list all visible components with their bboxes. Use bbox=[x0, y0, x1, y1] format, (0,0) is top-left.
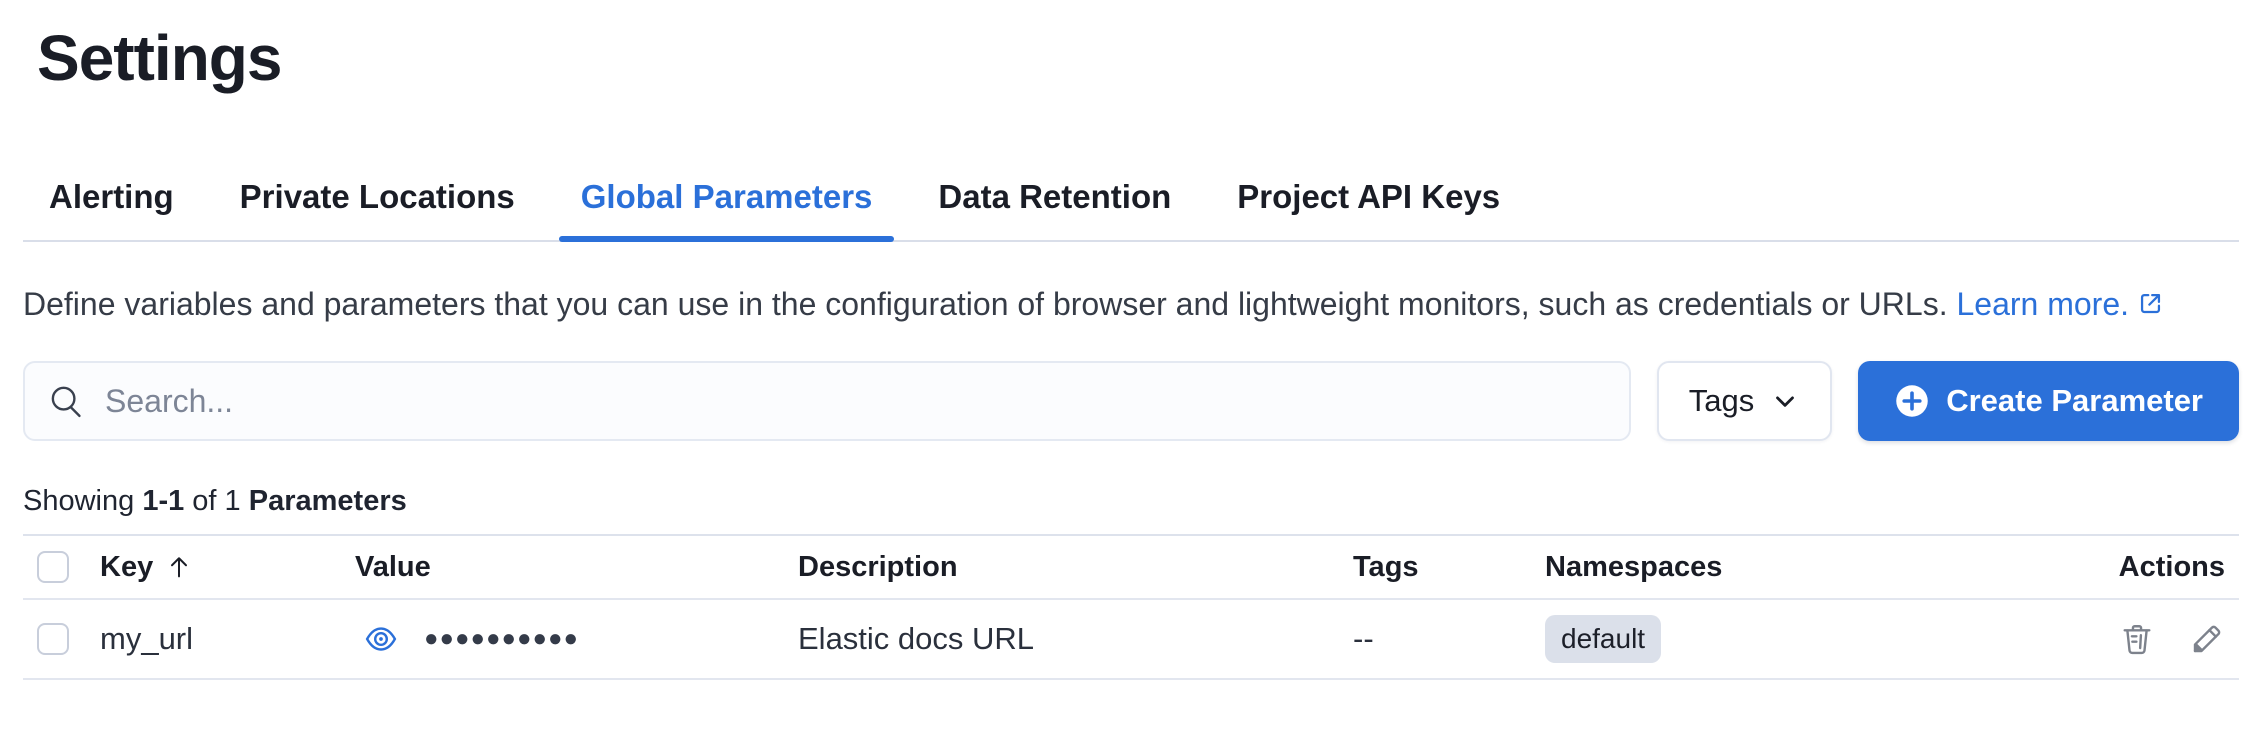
page-title: Settings bbox=[37, 22, 282, 94]
tab-data-retention[interactable]: Data Retention bbox=[938, 178, 1172, 215]
parameter-tags-cell: -- bbox=[1353, 621, 1545, 657]
create-parameter-button[interactable]: Create Parameter bbox=[1858, 361, 2239, 441]
settings-page: Settings Alerting Private Locations Glob… bbox=[0, 18, 2262, 680]
column-header-namespaces: Namespaces bbox=[1545, 551, 2029, 584]
tab-alerting[interactable]: Alerting bbox=[49, 178, 174, 215]
results-summary: Showing 1-1 of 1 Parameters bbox=[23, 485, 2239, 518]
tags-filter-button[interactable]: Tags bbox=[1656, 361, 1833, 441]
parameter-description-cell: Elastic docs URL bbox=[798, 621, 1353, 657]
parameter-value-cell: ●●●●●●●●●● bbox=[355, 622, 798, 656]
column-header-key[interactable]: Key bbox=[100, 551, 355, 584]
table-row: my_url ●●●●●●●●●● Elastic docs URL -- de… bbox=[23, 600, 2239, 680]
search-input[interactable] bbox=[105, 382, 1607, 420]
learn-more-label: Learn more. bbox=[1956, 286, 2129, 322]
column-header-actions-label: Actions bbox=[2118, 550, 2225, 583]
column-header-value: Value bbox=[355, 551, 798, 584]
column-header-value-label: Value bbox=[355, 550, 431, 583]
parameters-table: Key Value Description Tags Namespaces Ac… bbox=[23, 534, 2239, 680]
settings-tab-bar: Alerting Private Locations Global Parame… bbox=[23, 152, 2239, 242]
tab-global-parameters[interactable]: Global Parameters bbox=[555, 152, 899, 242]
delete-trash-icon[interactable] bbox=[2119, 621, 2155, 657]
tab-project-api-keys[interactable]: Project API Keys bbox=[1237, 178, 1501, 215]
plus-in-circle-icon bbox=[1896, 385, 1928, 417]
tab-private-locations[interactable]: Private Locations bbox=[239, 178, 515, 215]
chevron-down-icon bbox=[1776, 396, 1795, 407]
reveal-value-eye-icon[interactable] bbox=[364, 622, 398, 656]
description-text: Define variables and parameters that you… bbox=[23, 286, 1948, 322]
row-checkbox[interactable] bbox=[37, 623, 69, 655]
summary-entity: Parameters bbox=[248, 485, 407, 517]
namespace-badge: default bbox=[1545, 615, 1662, 663]
parameter-key-cell: my_url bbox=[100, 621, 355, 657]
column-header-actions: Actions bbox=[2029, 551, 2239, 584]
edit-pencil-icon[interactable] bbox=[2189, 621, 2225, 657]
external-link-icon bbox=[2140, 293, 2161, 314]
column-header-namespaces-label: Namespaces bbox=[1545, 550, 1723, 583]
parameter-tags-empty: -- bbox=[1353, 621, 1374, 656]
table-header-row: Key Value Description Tags Namespaces Ac… bbox=[23, 534, 2239, 600]
sort-ascending-icon bbox=[165, 553, 193, 581]
parameter-namespaces-cell: default bbox=[1545, 615, 2029, 663]
parameter-description: Elastic docs URL bbox=[798, 621, 1035, 656]
row-actions-cell bbox=[2029, 621, 2239, 657]
column-header-description: Description bbox=[798, 551, 1353, 584]
column-header-key-label: Key bbox=[100, 550, 154, 583]
toolbar: Tags Create Parameter bbox=[23, 361, 2239, 441]
learn-more-link[interactable]: Learn more. bbox=[1956, 286, 2164, 322]
parameter-key: my_url bbox=[100, 621, 194, 656]
summary-range: 1-1 bbox=[142, 485, 185, 517]
column-header-tags-label: Tags bbox=[1353, 550, 1419, 583]
page-description: Define variables and parameters that you… bbox=[23, 280, 2239, 329]
select-all-checkbox[interactable] bbox=[37, 551, 69, 583]
column-header-description-label: Description bbox=[798, 550, 958, 583]
create-parameter-label: Create Parameter bbox=[1946, 383, 2203, 418]
search-icon bbox=[51, 386, 81, 418]
summary-of: of 1 bbox=[192, 485, 241, 517]
summary-showing: Showing bbox=[23, 485, 135, 517]
masked-parameter-value: ●●●●●●●●●● bbox=[424, 625, 579, 652]
tags-filter-label: Tags bbox=[1688, 383, 1755, 418]
column-header-tags: Tags bbox=[1353, 551, 1545, 584]
search-box[interactable] bbox=[23, 361, 1631, 441]
